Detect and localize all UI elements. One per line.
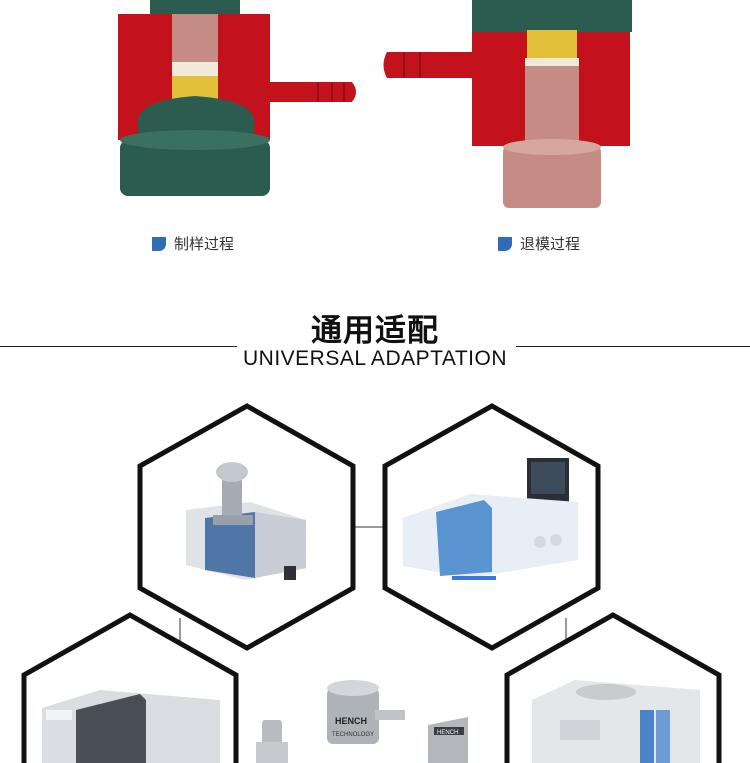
plunger-right — [525, 58, 579, 148]
caption-marker-icon — [498, 236, 512, 251]
hex-ftir-atr — [137, 403, 356, 651]
section-title-en: UNIVERSAL ADAPTATION — [243, 347, 507, 370]
hex-thermal-analyzer — [504, 612, 722, 763]
section-title-cn: 通用适配 — [311, 313, 439, 349]
die-engraving-label: TECHNOLOGY — [332, 732, 374, 738]
plate-brand-label: HENCH — [437, 730, 458, 736]
heading-rule-left — [0, 346, 237, 347]
base-right — [503, 146, 601, 208]
sample-prep-diagram — [118, 0, 356, 196]
side-port-left — [270, 82, 356, 102]
caption-right-text: 退模过程 — [520, 236, 581, 253]
heading-rule-right — [516, 346, 750, 347]
brass-ring-right — [527, 30, 577, 60]
pellet-die-set: HENCH TECHNOLOGY HENCH — [256, 680, 468, 763]
demould-diagram — [383, 0, 632, 208]
die-brand-label: HENCH — [335, 716, 367, 726]
hex-ir-bench — [21, 612, 239, 763]
caption-marker-icon — [152, 236, 166, 251]
caption-sample-prep: 制样过程 — [152, 233, 234, 254]
side-port-right — [383, 52, 472, 78]
base-left — [120, 140, 270, 196]
die-body — [327, 688, 379, 744]
die-plate — [428, 717, 468, 763]
caption-left-text: 制样过程 — [174, 236, 235, 253]
hex-uv-spectrometer — [382, 403, 601, 651]
caption-demould: 退模过程 — [498, 233, 580, 254]
mold-diagrams — [118, 0, 632, 208]
instrument-gallery: HENCH TECHNOLOGY HENCH — [21, 403, 722, 763]
